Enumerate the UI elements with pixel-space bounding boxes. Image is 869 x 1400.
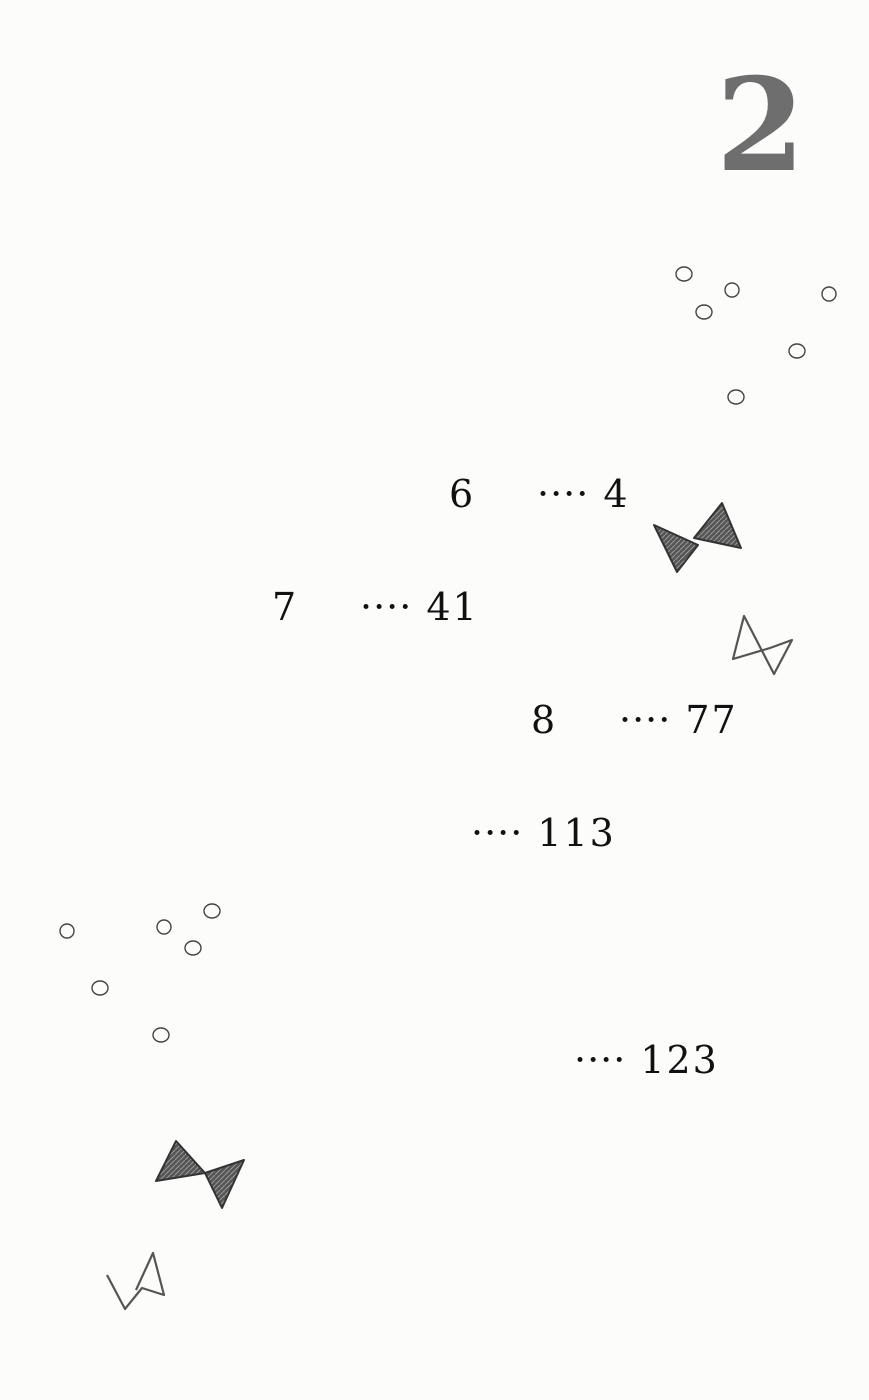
circle-icon: [156, 919, 172, 935]
circle-icon: [152, 1027, 170, 1043]
toc-page-number: 123: [640, 1038, 719, 1082]
toc-leader: ····: [619, 698, 672, 742]
toc-leader: ····: [574, 1038, 627, 1082]
circle-icon: [675, 266, 693, 282]
circle-icon: [821, 286, 837, 302]
toc-page-number: 113: [537, 811, 616, 855]
toc-leader: ····: [471, 811, 524, 855]
circle-icon: [727, 389, 745, 405]
circle-icon: [91, 980, 109, 996]
circle-icon: [724, 282, 740, 298]
toc-entry-3[interactable]: 8 ···· 77: [531, 701, 738, 739]
toc-page-number: 4: [603, 472, 630, 516]
toc-entry-1[interactable]: 6 ···· 4: [449, 475, 630, 513]
toc-leader: ····: [537, 472, 590, 516]
filled-bow-icon: [653, 502, 742, 573]
circle-icon: [59, 923, 75, 939]
toc-chapter: 7: [272, 585, 297, 629]
circle-icon: [203, 903, 221, 919]
toc-chapter: 8: [531, 698, 556, 742]
toc-leader: ····: [360, 585, 413, 629]
volume-number: 2: [715, 51, 805, 201]
toc-entry-2[interactable]: 7 ···· 41: [272, 588, 479, 626]
outline-bow-icon: [106, 1251, 166, 1311]
toc-entry-4[interactable]: ···· 113: [471, 814, 616, 852]
circle-icon: [695, 304, 713, 320]
circle-icon: [184, 940, 202, 956]
outline-bow-icon: [731, 614, 794, 676]
toc-entry-5[interactable]: ···· 123: [574, 1041, 719, 1079]
toc-page-number: 41: [426, 585, 479, 629]
circle-icon: [788, 343, 806, 359]
toc-page-number: 77: [685, 698, 738, 742]
circle-cluster-top: [675, 266, 837, 405]
filled-bow-icon: [155, 1140, 245, 1209]
circle-cluster-bottom: [59, 903, 221, 1043]
toc-chapter: 6: [449, 472, 474, 516]
